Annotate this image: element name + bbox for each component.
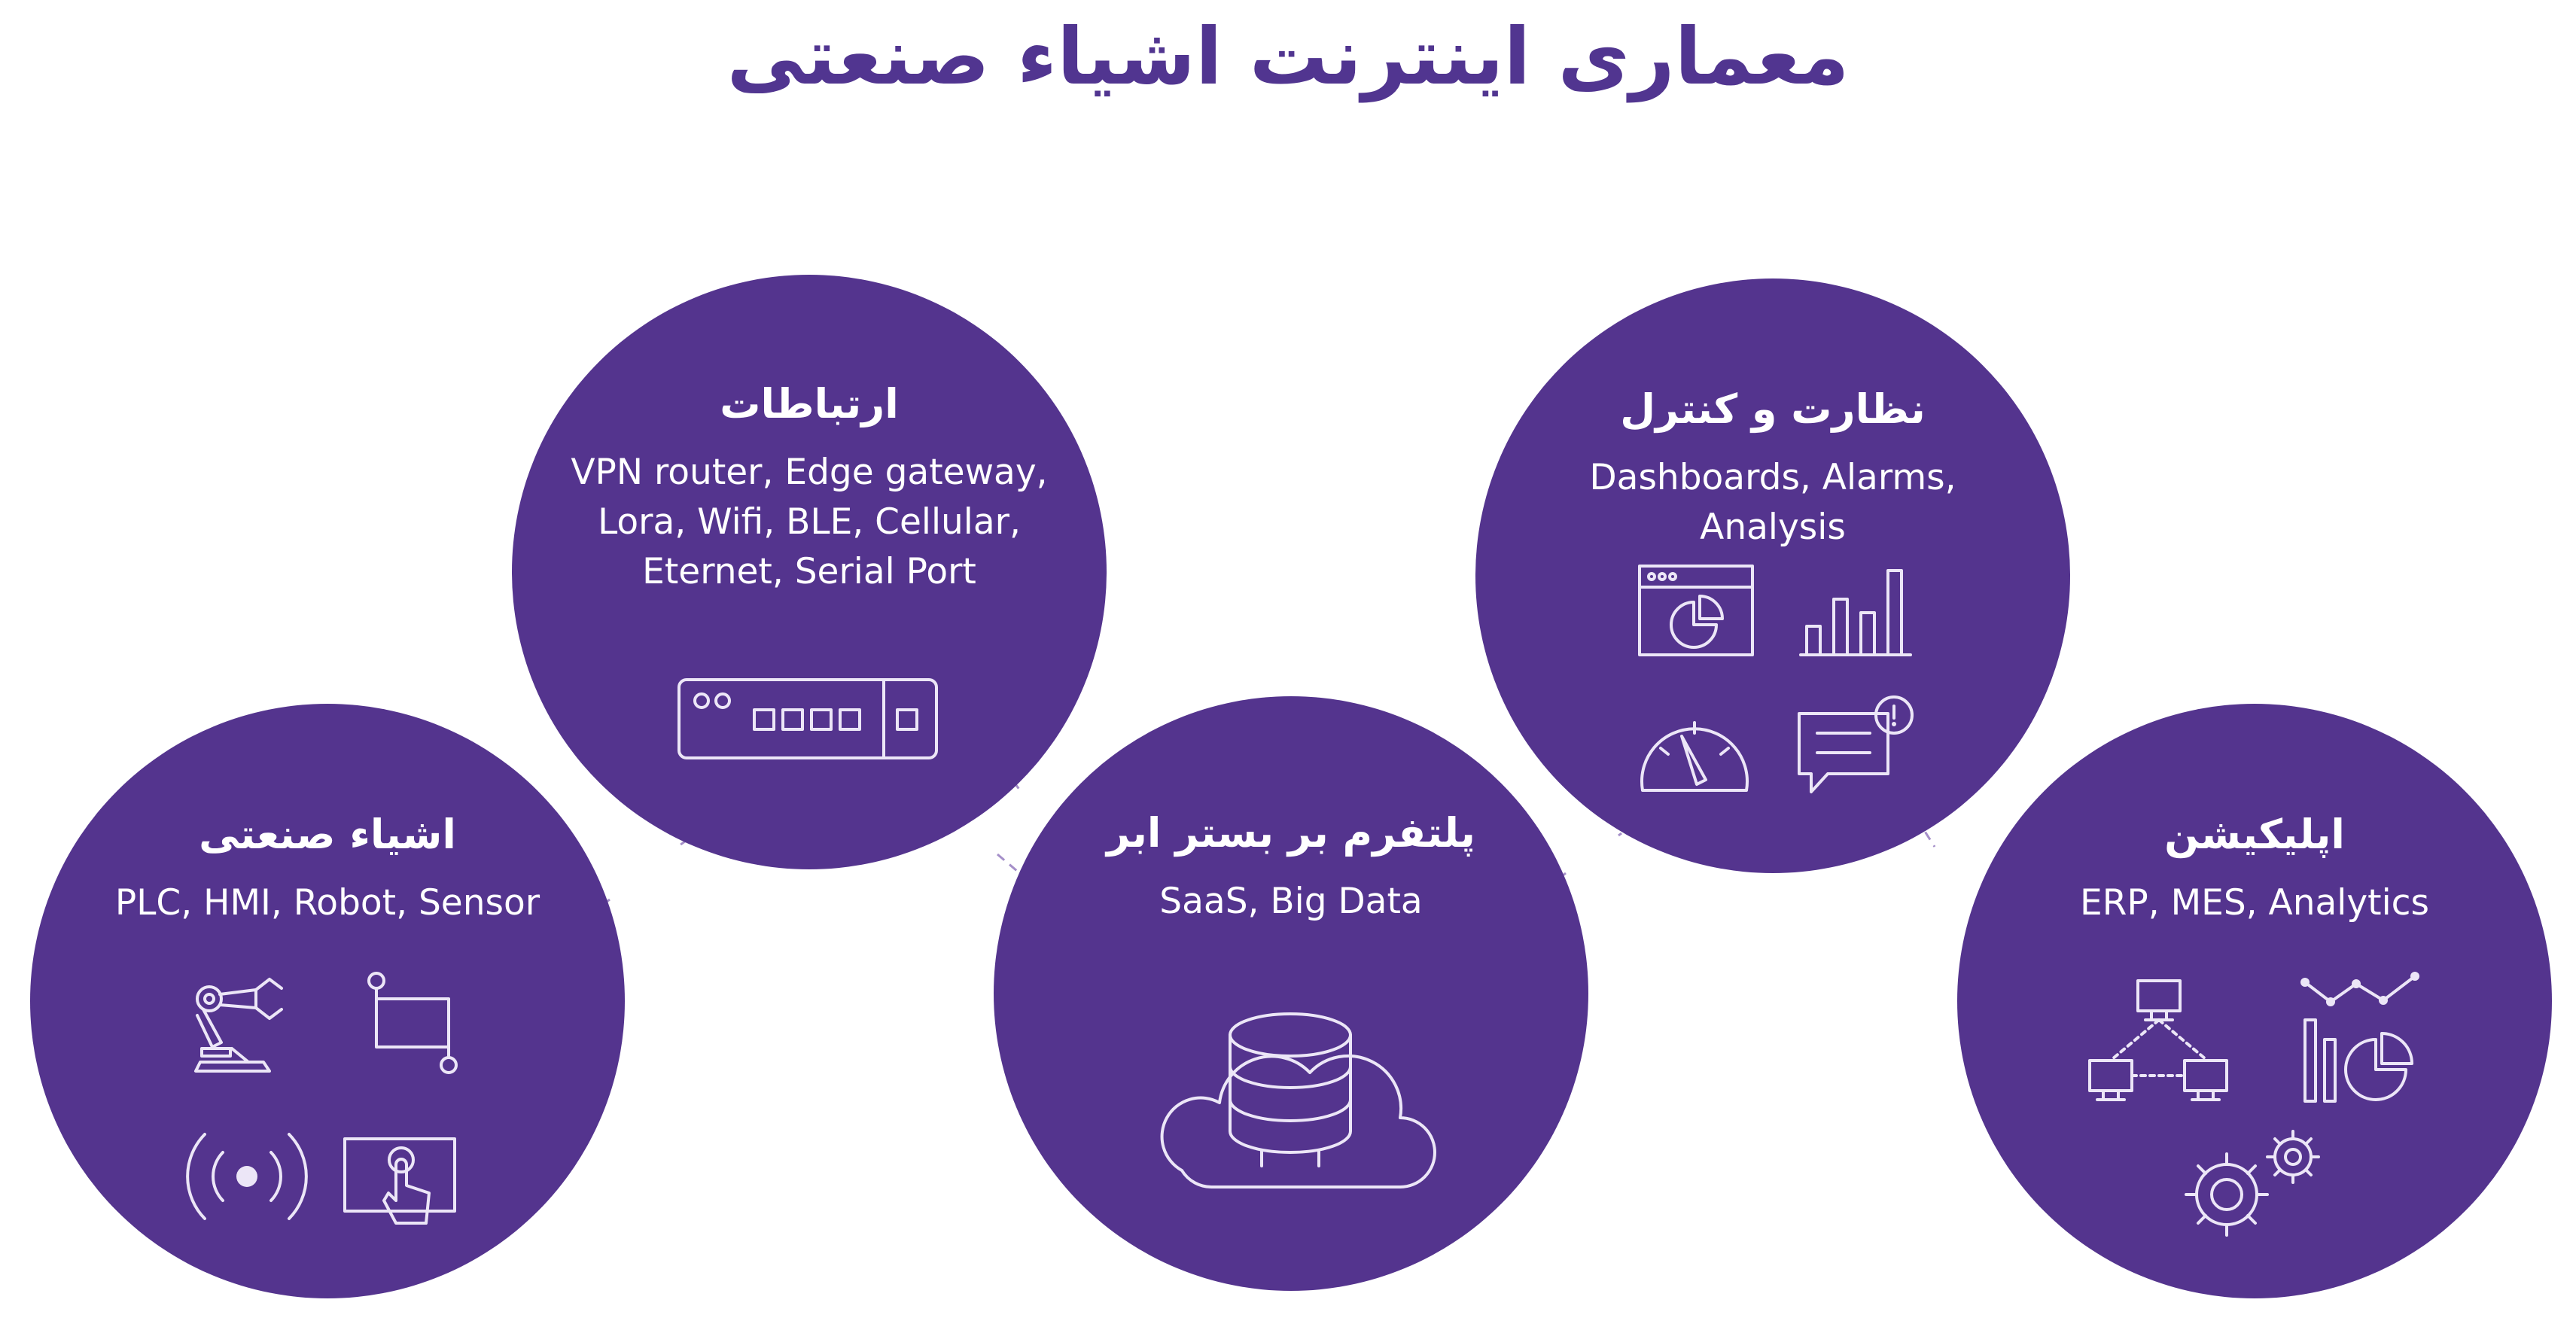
analytics-chart-icon xyxy=(2300,972,2419,1103)
node-label: اپلیکیشن xyxy=(2164,811,2345,858)
network-computers-icon xyxy=(2088,979,2228,1101)
alarm-message-icon xyxy=(1798,695,1914,793)
node-label: ارتباطات xyxy=(720,380,899,428)
node-monitoring-control: نظارت و کنترل Dashboards, Alarms, Analys… xyxy=(1475,278,2070,873)
node-label: نظارت و کنترل xyxy=(1620,385,1926,433)
node-description: SaaS, Big Data xyxy=(1159,881,1423,922)
node-icons xyxy=(1638,565,1914,793)
page-title: معماری اینترنت اشیاء صنعتی xyxy=(726,11,1850,102)
plc-module-icon xyxy=(367,972,458,1074)
node-applications: اپلیکیشن ERP, MES, Analytics xyxy=(1957,704,2552,1298)
gears-icon xyxy=(2185,1130,2320,1237)
node-icons xyxy=(2088,972,2419,1237)
node-cloud-platform: پلتفرم بر بستر ابر SaaS, Big Data xyxy=(994,696,1588,1291)
node-description: VPN router, Edge gateway, Lora, Wifi, BL… xyxy=(571,452,1048,592)
sensor-signal-icon xyxy=(186,1133,308,1220)
node-label: پلتفرم بر بستر ابر xyxy=(1107,809,1475,857)
bar-chart-icon xyxy=(1799,569,1912,656)
node-icons xyxy=(677,678,938,759)
cloud-database-icon xyxy=(1160,1012,1436,1189)
node-description: PLC, HMI, Robot, Sensor xyxy=(114,882,540,924)
node-icons xyxy=(1160,1012,1436,1189)
node-icons xyxy=(186,972,458,1225)
network-router-icon xyxy=(677,678,938,759)
node-description: ERP, MES, Analytics xyxy=(2080,882,2429,924)
gauge-icon xyxy=(1640,721,1749,792)
dashboard-window-icon xyxy=(1638,565,1754,656)
hmi-touchscreen-icon xyxy=(343,1137,456,1225)
node-label: اشیاء صنعتی xyxy=(199,811,456,858)
node-description: Dashboards, Alarms, Analysis xyxy=(1589,457,1956,548)
node-industrial-things: اشیاء صنعتی PLC, HMI, Robot, Sensor xyxy=(30,704,625,1298)
node-communications: ارتباطات VPN router, Edge gateway, Lora,… xyxy=(512,275,1107,869)
robot-arm-icon xyxy=(194,978,283,1073)
